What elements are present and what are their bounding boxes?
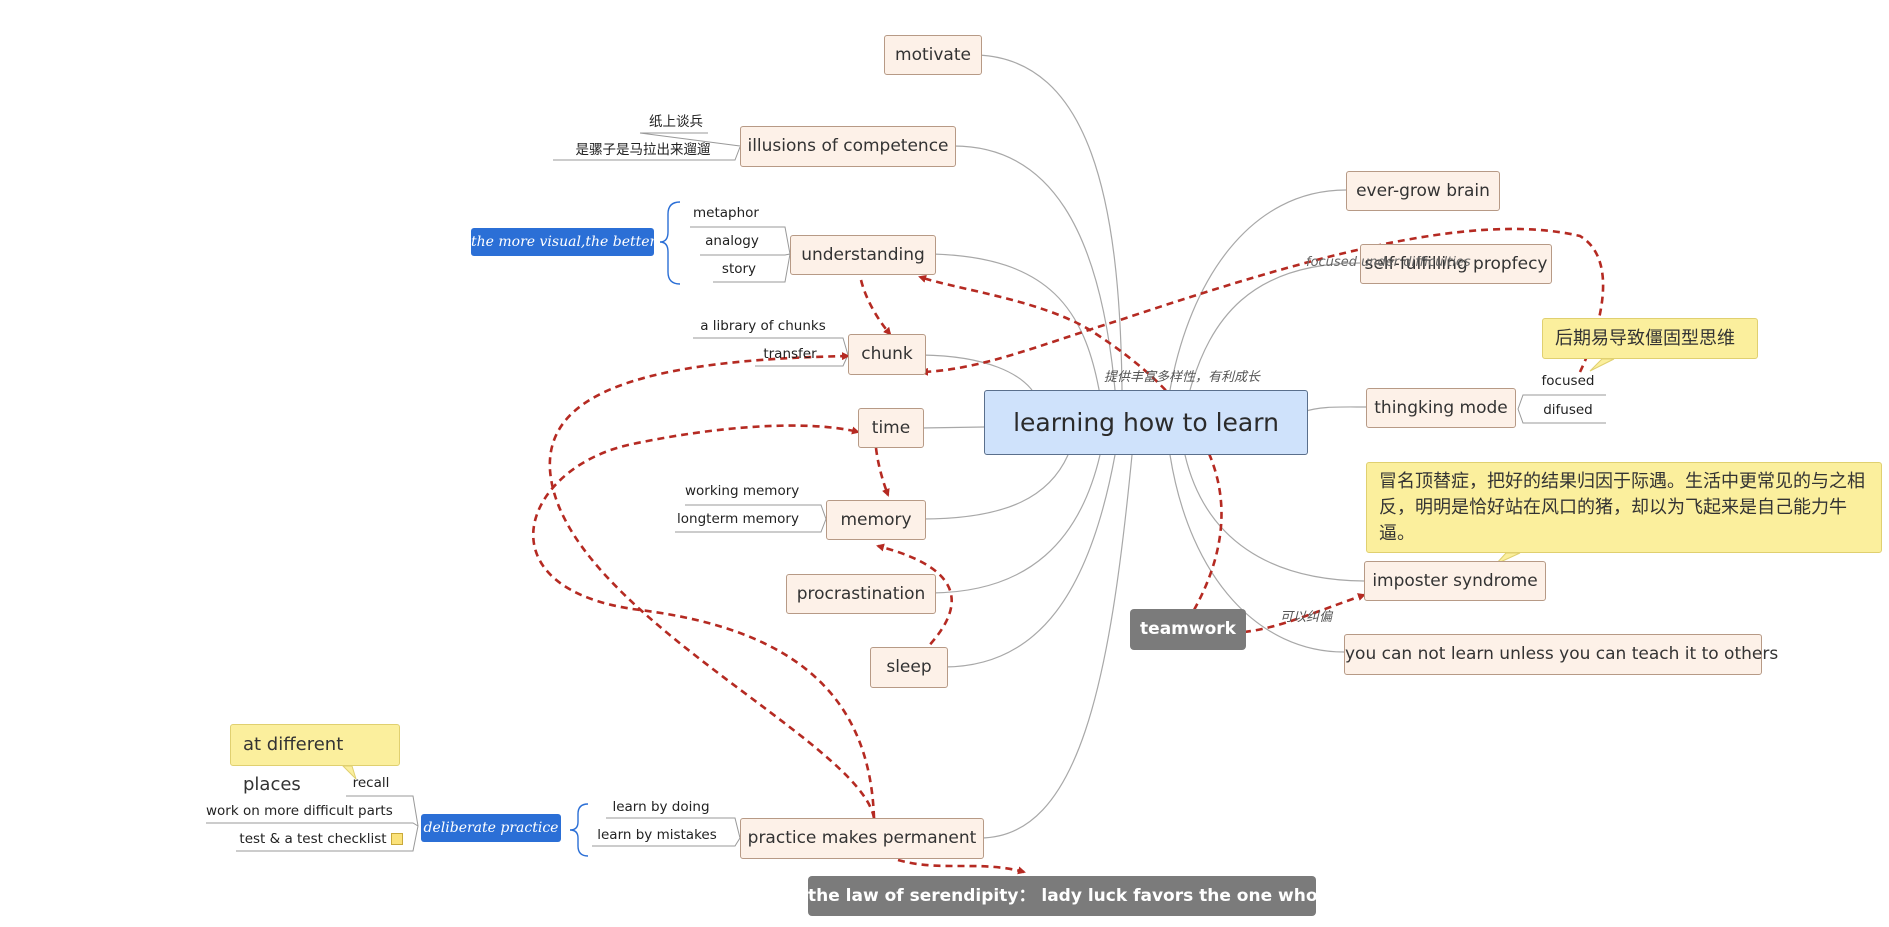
rel-label-focused-under[interactable]: focused under difficulties (1306, 255, 1471, 270)
relationship-arrows (532, 227, 1605, 875)
connector-time (920, 426, 985, 429)
rel-practice-time (532, 424, 876, 819)
central-topic[interactable]: learning how to learn (984, 390, 1308, 455)
connector-ever-grow (1169, 189, 1347, 391)
deliberate-brace (569, 803, 589, 857)
leaf-deliberate-3-label: test & a test checklist (239, 831, 387, 847)
rel-time-memory (874, 447, 890, 497)
leaf-deliberate-3[interactable]: test & a test checklist (236, 831, 406, 847)
summary-braces (569, 201, 681, 857)
connector-motivate (977, 54, 1123, 391)
connector-procrastination (931, 454, 1101, 594)
connector-understanding (931, 253, 1101, 396)
branch-illusions[interactable]: illusions of competence (740, 126, 956, 167)
leaf-deliberate-2[interactable]: work on more difficult parts (206, 803, 393, 819)
leaf-deliberate-1[interactable]: recall (352, 775, 390, 791)
connector-leaf-illusions-1 (639, 132, 741, 147)
connector-memory (921, 454, 1069, 520)
connector-leaf-understanding-3 (713, 253, 791, 283)
rel-practice-serendipity (897, 858, 1026, 875)
branch-chunk[interactable]: chunk (848, 334, 926, 375)
connector-leaf-practice-2 (592, 837, 741, 847)
rel-focused-chunk (920, 227, 1605, 376)
branch-practice[interactable]: practice makes permanent (740, 818, 984, 859)
leaf-practice-1[interactable]: learn by doing (612, 799, 710, 815)
branch-procrastination[interactable]: procrastination (786, 574, 936, 614)
leaf-illusions-1[interactable]: 纸上谈兵 (649, 114, 703, 130)
leaf-understanding-3[interactable]: story (721, 261, 757, 277)
connector-leaf-chunk-1 (693, 337, 849, 356)
branch-ever-grow[interactable]: ever-grow brain (1346, 171, 1500, 211)
branch-time[interactable]: time (858, 408, 924, 448)
connector-leaf-memory-1 (685, 504, 827, 520)
leaf-illusions-2[interactable]: 是骡子是马拉出来遛遛 (575, 142, 711, 158)
leaf-mode-2[interactable]: difused (1543, 402, 1593, 418)
branch-teach[interactable]: you can not learn unless you can teach i… (1344, 634, 1778, 675)
connector-leaf-illusions-2 (553, 146, 741, 161)
places-note-tail (341, 765, 357, 780)
connector-leaf-deliberate-2 (206, 822, 419, 827)
note-imposter[interactable]: 冒名顶替症，把好的结果归因于际遇。生活中更常见的与之相反，明明是恰好站在风口的猪… (1366, 462, 1882, 553)
connector-self-fulfilling (1189, 262, 1361, 391)
connector-practice (979, 454, 1133, 839)
rel-understanding-chunk (859, 279, 892, 336)
connector-thinking-mode (1302, 406, 1367, 413)
connector-leaf-mode-2 (1517, 408, 1606, 424)
branch-memory[interactable]: memory (826, 500, 926, 540)
connector-leaf-deliberate-3 (236, 825, 419, 852)
rel-label-diversity[interactable]: 提供丰富多样性，有利成长 (1104, 370, 1261, 385)
rigid-note-tail (1589, 358, 1615, 372)
connector-leaf-understanding-2 (700, 253, 791, 256)
connector-leaf-understanding-1 (690, 226, 791, 255)
memo-icon[interactable] (390, 833, 403, 845)
connector-leaf-mode-1 (1517, 394, 1606, 410)
branch-self-fulfilling[interactable]: self-fulfilling propfecy (1360, 244, 1552, 284)
floating-serendipity[interactable]: the law of serendipity： lady luck favors… (808, 876, 1367, 916)
connector-leaf-memory-2 (675, 518, 827, 533)
connector-leaf-deliberate-1 (346, 795, 419, 827)
connector-sleep (943, 454, 1116, 668)
rel-teamwork-imposter (1243, 593, 1366, 634)
leaf-practice-2[interactable]: learn by mistakes (597, 827, 717, 843)
rel-practice-chunk (548, 352, 876, 819)
note-rigid[interactable]: 后期易导致僵固型思维 (1542, 318, 1758, 359)
visual-brace (659, 201, 681, 285)
branch-understanding[interactable]: understanding (790, 235, 936, 275)
leaf-chunk-2[interactable]: transfer (763, 346, 817, 362)
connector-chunk (921, 354, 1033, 391)
branch-imposter[interactable]: imposter syndrome (1364, 561, 1546, 601)
connector-illusions (951, 145, 1116, 391)
summary-deliberate[interactable]: deliberate practice (421, 814, 561, 842)
branch-sleep[interactable]: sleep (870, 647, 948, 688)
leaf-chunk-1[interactable]: a library of chunks (700, 318, 826, 334)
floating-teamwork[interactable]: teamwork (1130, 609, 1246, 650)
leaf-mode-1[interactable]: focused (1541, 373, 1595, 389)
leaf-memory-2[interactable]: longterm memory (677, 511, 799, 527)
branch-thinking-mode[interactable]: thingking mode (1366, 388, 1516, 428)
leaf-understanding-2[interactable]: analogy (705, 233, 759, 249)
connector-imposter (1184, 454, 1365, 582)
connector-leaf-practice-1 (606, 817, 741, 839)
leaf-understanding-1[interactable]: metaphor (693, 205, 759, 221)
leaf-connectors (206, 132, 1606, 852)
rel-label-correct[interactable]: 可以纠偏 (1280, 610, 1333, 625)
branch-motivate[interactable]: motivate (884, 35, 982, 75)
summary-visual[interactable]: the more visual,the better (471, 228, 656, 256)
connector-teach (1169, 454, 1345, 653)
leaf-memory-1[interactable]: working memory (685, 483, 800, 499)
note-places[interactable]: at different places (230, 724, 400, 795)
